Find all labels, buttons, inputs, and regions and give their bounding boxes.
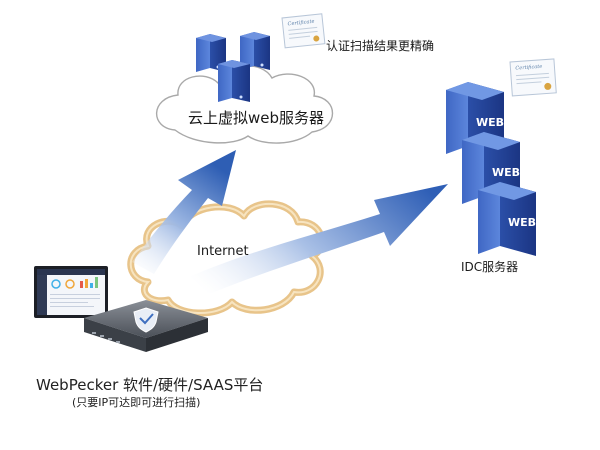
dashboard-monitor-icon [34,266,108,318]
webpecker-label: WebPecker 软件/硬件/SAAS平台 [36,376,264,394]
web-badge: WEB [476,116,504,129]
server-icon: WEB [478,182,536,256]
server-icon [240,32,270,70]
server-icon [218,60,250,102]
cloud-servers-label: 云上虚拟web服务器 [188,109,325,127]
web-badge: WEB [508,216,536,229]
appliance-icon [84,300,208,352]
internet-label: Internet [197,244,249,259]
arrow-to-idc-servers [178,184,448,304]
certified-scan-label: 认证扫描结果更精确 [326,39,435,53]
web-badge: WEB [492,166,520,179]
certificate-icon: Certificate [509,58,557,97]
cloud-icon [155,65,334,144]
arrow-to-cloud-servers [132,150,236,274]
certificate-title: Certificate [515,64,542,72]
idc-servers-label: IDC服务器 [461,260,519,274]
certificate-title: Certificate [287,19,314,28]
server-icon [196,34,226,72]
webpecker-note: (只要IP可达即可进行扫描) [72,396,201,409]
certificate-icon: Certificate [281,13,326,49]
shield-icon [133,307,159,333]
